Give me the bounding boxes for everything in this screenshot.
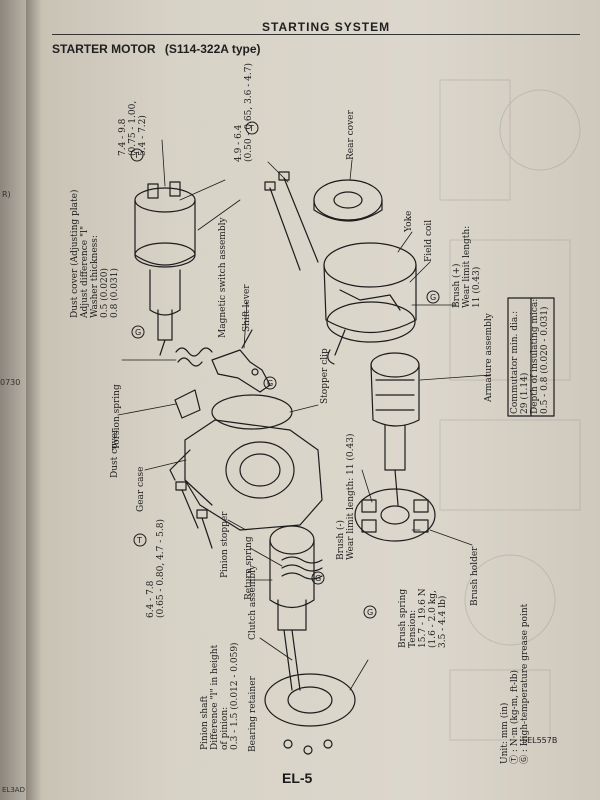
label-shift-lever: Shift lever — [242, 284, 252, 332]
label-pinion-stopper: Pinion stopper — [220, 511, 230, 579]
label-gear-case: Gear case — [136, 466, 146, 512]
torque-marker-2: T — [248, 124, 254, 133]
label-magnetic-switch: Magnetic switch assembly — [218, 217, 228, 338]
pinion-shaft-drawing — [269, 525, 323, 691]
label-dust-cover-plate: Dust cover (Adjusting plate) Adjust diff… — [70, 189, 120, 319]
page-number: EL-5 — [282, 770, 313, 786]
label-clutch: Clutch assembly — [248, 564, 258, 640]
label-armature: Armature assembly — [484, 313, 494, 402]
label-torque-top: 7.4 - 9.8 (0.75 - 1.00, 5.4 - 7.2) — [118, 100, 148, 156]
show-through-ghost — [439, 79, 581, 741]
brush-holder-drawing — [354, 488, 436, 542]
edge-text-c: EL3AD — [2, 786, 25, 794]
yoke-drawing — [323, 242, 417, 365]
armature-drawing — [370, 352, 420, 506]
gear-case-drawing — [169, 419, 323, 531]
stopper-ring-drawing — [211, 394, 293, 430]
label-yoke: Yoke — [404, 210, 414, 232]
label-field-coil: Field coil — [424, 219, 434, 262]
markers: T T T G G G G G — [130, 121, 440, 619]
label-brush-minus: Brush (-) Wear limit length: 11 (0.43) — [336, 433, 356, 560]
grease-marker-4: G — [430, 293, 436, 302]
torsion-spring-drawing — [175, 347, 213, 367]
dust-cover-drawing — [174, 389, 201, 419]
label-pinion-shaft: Pinion shaft Difference "l" in height of… — [200, 642, 240, 750]
bolts-drawing — [175, 171, 319, 549]
label-torque-mid: 4.9 - 6.4 (0.50 - 0.65, 3.6 - 4.7) — [234, 63, 254, 162]
label-commutator: Commutator min. dia.: 29 (1.14) Depth of… — [510, 298, 550, 414]
grease-marker-5: G — [367, 608, 373, 617]
title-subtitle: (S114-322A type) — [164, 42, 261, 56]
title-main: STARTER MOTOR — [52, 42, 156, 56]
magnetic-switch-drawing — [134, 181, 196, 356]
grease-marker-2: G — [267, 379, 273, 388]
shift-lever-drawing — [211, 329, 271, 393]
label-bearing-retainer: Bearing retainer — [248, 676, 258, 752]
left-page-edge: R) 0730 EL3AD — [0, 0, 26, 800]
label-brush-plus: Brush (+) Wear limit length: 11 (0.43) — [452, 225, 482, 308]
leader-lines — [117, 139, 491, 691]
label-brush-spring: Brush spring Tension: 15.7 - 19.6 N (1.6… — [398, 588, 448, 648]
label-brush-holder: Brush holder — [470, 546, 480, 606]
grease-marker-1: G — [135, 328, 141, 337]
bearing-retainer-drawing — [264, 673, 356, 755]
edge-text-a: R) — [2, 190, 11, 199]
page-title: STARTER MOTOR (S114-322A type) — [52, 42, 261, 56]
label-stopper-clip: Stopper clip — [320, 348, 330, 404]
label-dust-cover: Dust cover — [110, 428, 120, 478]
header-rule — [52, 34, 580, 35]
label-torque-low: 6.4 - 7.8 (0.65 - 0.80, 4.7 - 5.8) — [146, 519, 166, 618]
edge-text-b: 0730 — [0, 378, 21, 387]
figure-code: SEL557B — [522, 736, 558, 745]
torque-marker-3: T — [136, 536, 142, 545]
grease-marker-3: G — [315, 574, 321, 583]
rear-cover-drawing — [313, 179, 383, 222]
section-header: STARTING SYSTEM — [262, 20, 391, 34]
torque-marker-1: T — [133, 151, 139, 160]
label-rear-cover: Rear cover — [346, 110, 356, 160]
